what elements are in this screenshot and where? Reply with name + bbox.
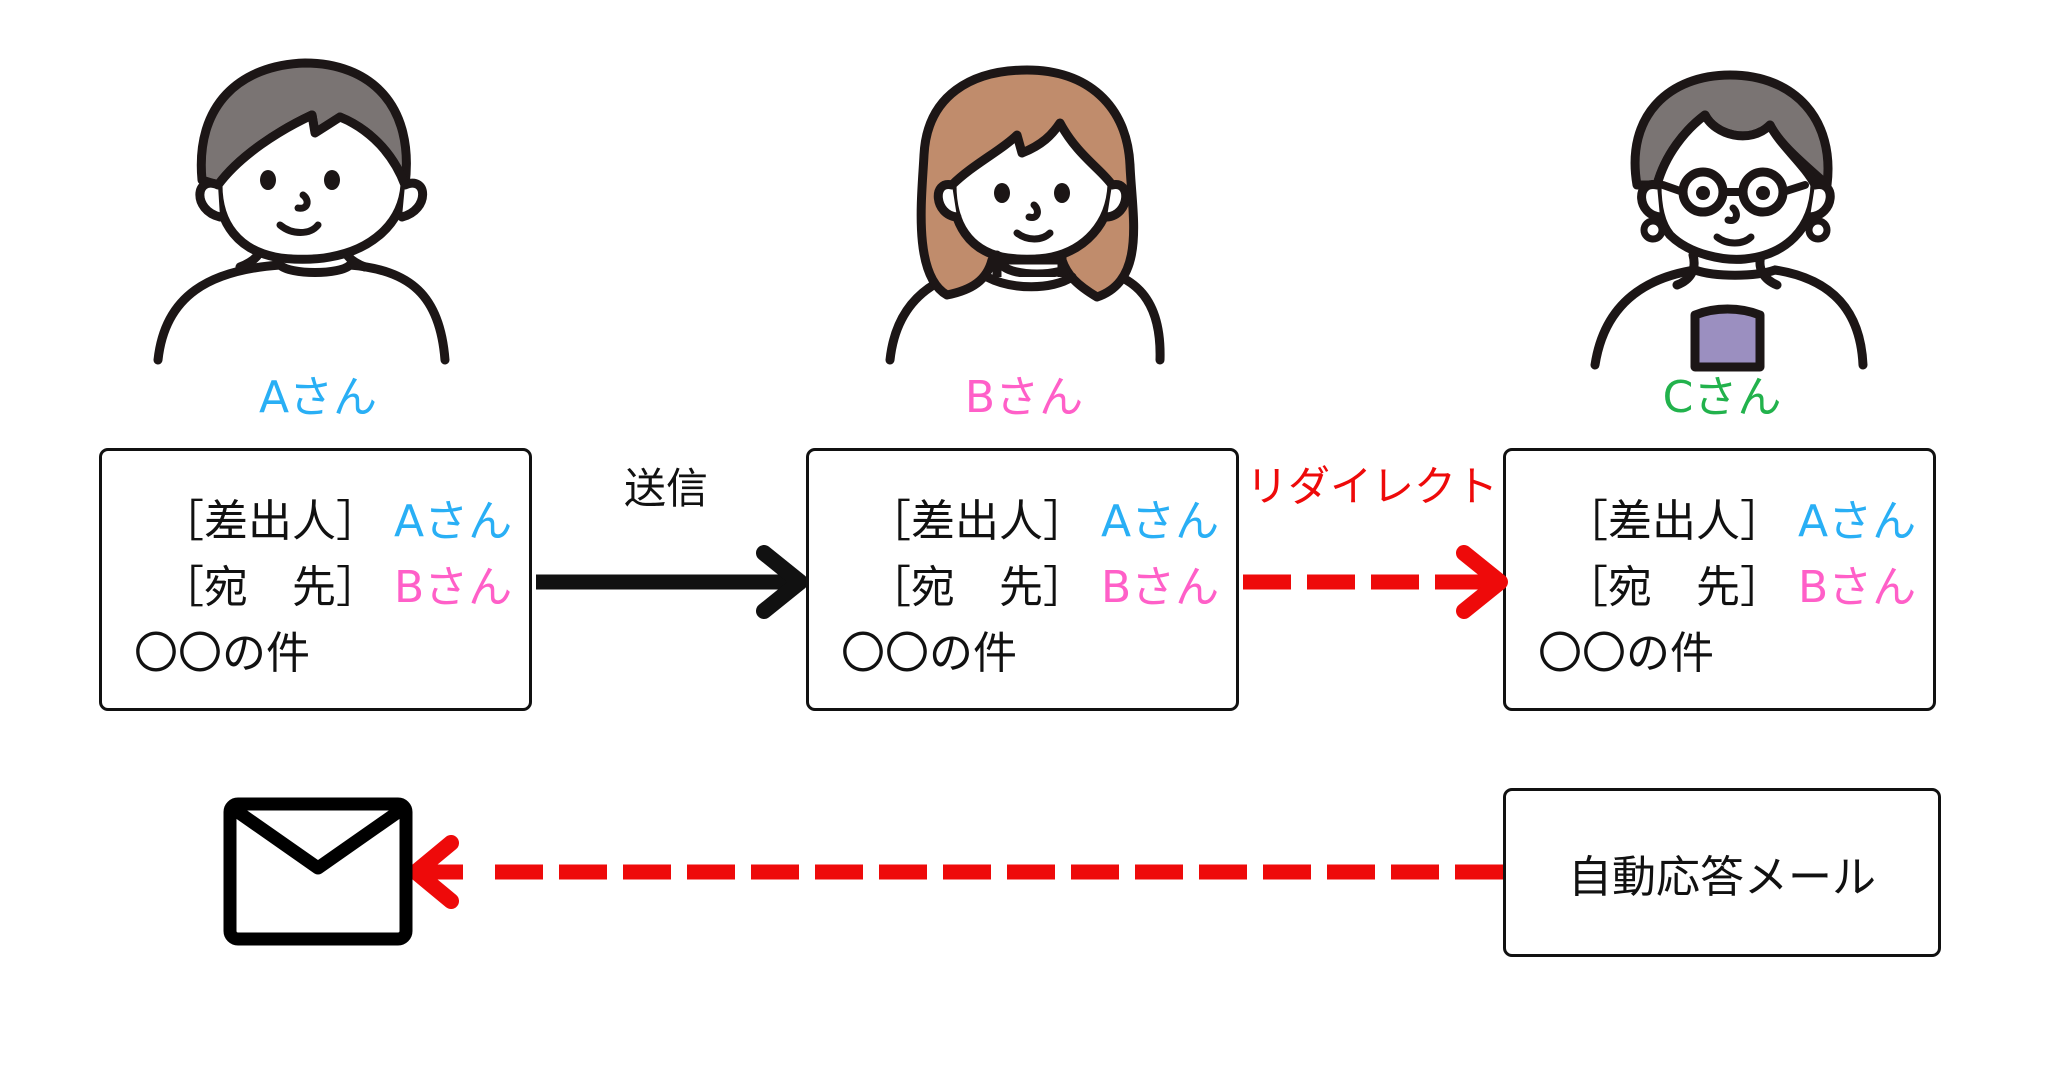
envelope-icon — [223, 797, 413, 946]
recipient-value: Bさん — [1101, 562, 1220, 613]
auto-reply-box: 自動応答メール — [1503, 788, 1941, 957]
sender-label: ［差出人］ — [160, 496, 380, 547]
woman-avatar-icon — [885, 65, 1165, 365]
recipient-row: ［宛 先］ Bさん — [160, 563, 512, 613]
person-a-label: Aさん — [258, 372, 378, 423]
redirect-arrow — [1243, 545, 1508, 619]
person-c-avatar — [1565, 45, 1885, 375]
recipient-row: ［宛 先］ Bさん — [867, 563, 1219, 613]
send-arrow — [536, 545, 808, 619]
sender-row: ［差出人］ Aさん — [867, 497, 1219, 547]
person-b-label: Bさん — [964, 372, 1084, 423]
recipient-row: ［宛 先］ Bさん — [1564, 563, 1916, 613]
mailbox-b: ［差出人］ Aさん ［宛 先］ Bさん 〇〇の件 — [806, 448, 1239, 711]
recipient-value: Bさん — [1798, 562, 1917, 613]
person-c-label: Cさん — [1662, 372, 1782, 423]
sender-row: ［差出人］ Aさん — [1564, 497, 1916, 547]
auto-reply-label: 自動応答メール — [1568, 851, 1876, 903]
send-label: 送信 — [624, 464, 709, 513]
recipient-value: Bさん — [394, 562, 513, 613]
mailbox-c: ［差出人］ Aさん ［宛 先］ Bさん 〇〇の件 — [1503, 448, 1936, 711]
subject-line: 〇〇の件 — [841, 628, 1017, 679]
recipient-label: ［宛 先］ — [1564, 562, 1784, 613]
sender-label: ［差出人］ — [1564, 496, 1784, 547]
sender-row: ［差出人］ Aさん — [160, 497, 512, 547]
subject-line: 〇〇の件 — [134, 628, 310, 679]
sender-value: Aさん — [394, 496, 513, 547]
sender-label: ［差出人］ — [867, 496, 1087, 547]
subject-line: 〇〇の件 — [1538, 628, 1714, 679]
sender-value: Aさん — [1101, 496, 1220, 547]
person-b-avatar — [862, 45, 1182, 375]
redirect-label: リダイレクト — [1246, 462, 1499, 511]
sender-value: Aさん — [1798, 496, 1917, 547]
mailbox-a: ［差出人］ Aさん ［宛 先］ Bさん 〇〇の件 — [99, 448, 532, 711]
woman-glasses-avatar-icon — [1590, 70, 1868, 372]
person-a-avatar — [140, 45, 460, 375]
recipient-label: ［宛 先］ — [160, 562, 380, 613]
man-avatar-icon — [153, 58, 450, 365]
recipient-label: ［宛 先］ — [867, 562, 1087, 613]
auto-reply-arrow — [408, 835, 1503, 909]
